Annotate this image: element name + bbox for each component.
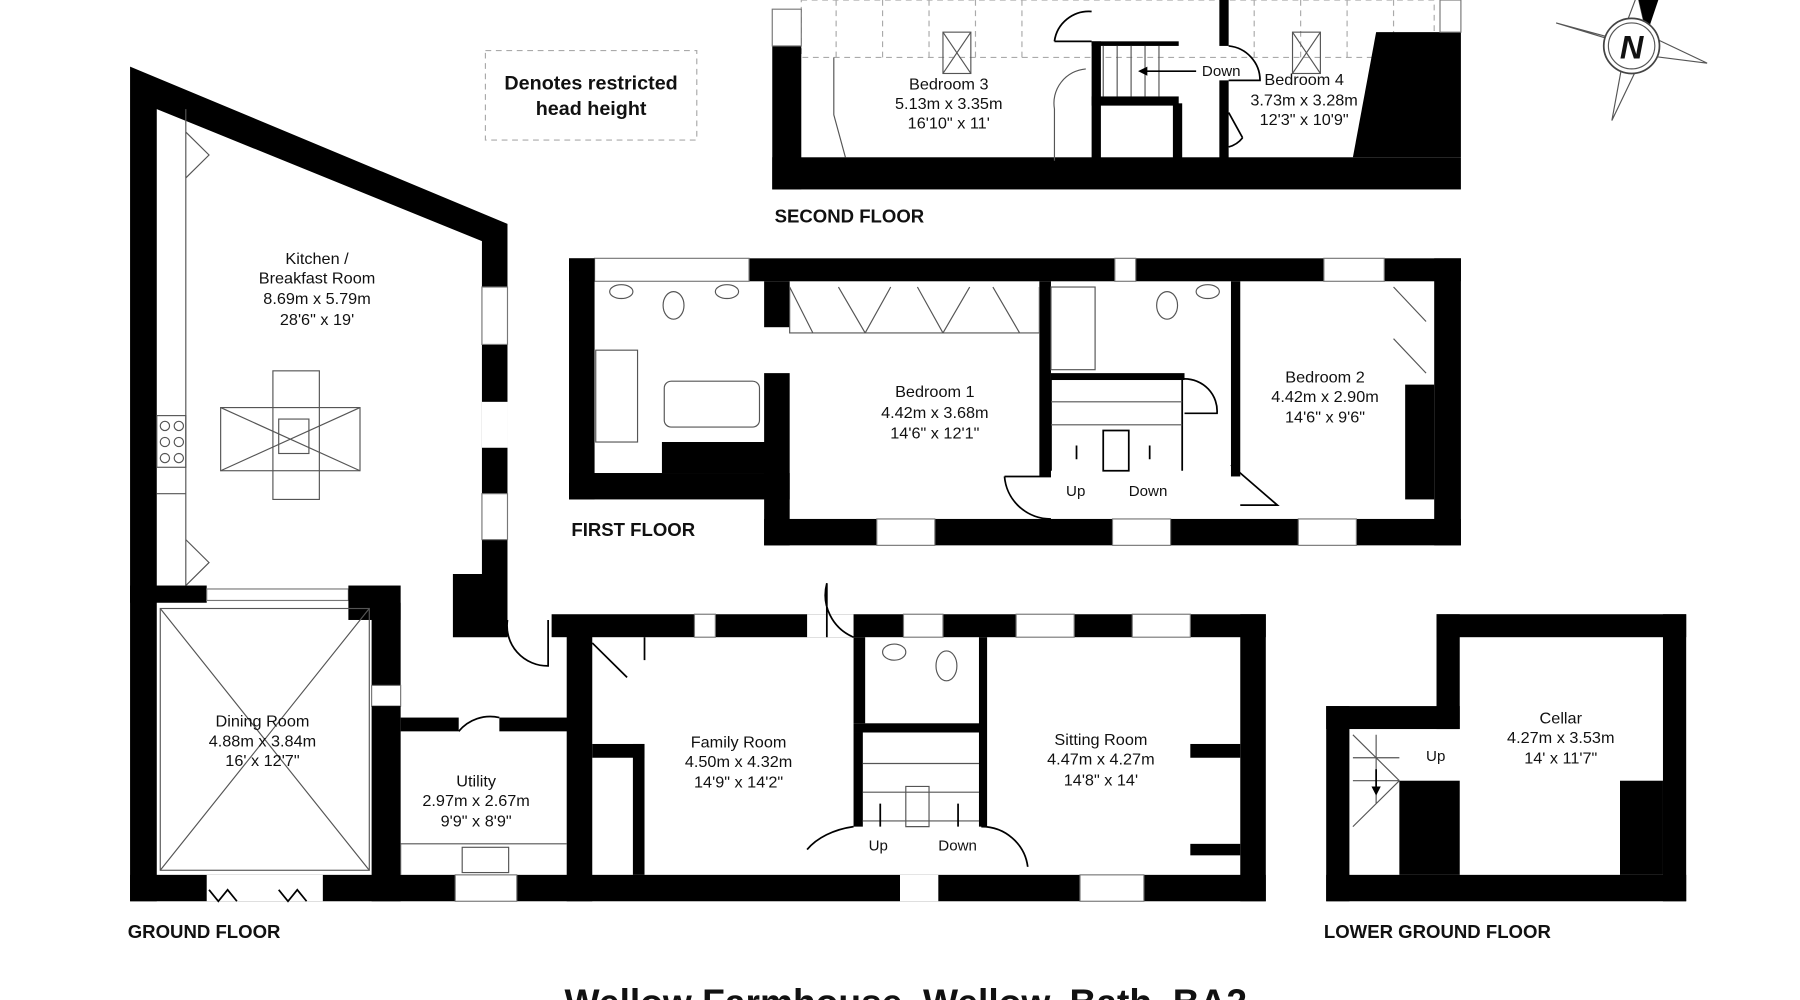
room-imperial: 14'6" x 9'6" xyxy=(1285,409,1365,427)
room-name: Utility xyxy=(456,773,497,791)
restricted-height-legend: Denotes restricted head height xyxy=(484,49,698,141)
room-metric: 8.69m x 5.79m xyxy=(263,290,370,308)
room-metric: 5.13m x 3.35m xyxy=(895,95,1002,113)
room-imperial: 14'9" x 14'2" xyxy=(694,774,783,792)
stairs-down-label: Down xyxy=(938,838,977,855)
floor-label-second: SECOND FLOOR xyxy=(775,206,925,227)
room-name: Cellar xyxy=(1540,709,1583,727)
room-name: Dining Room xyxy=(215,713,309,731)
room-imperial: 28'6" x 19' xyxy=(280,311,354,329)
room-name: Bedroom 2 xyxy=(1285,368,1364,386)
room-name: Bedroom 3 xyxy=(909,76,988,94)
stairs-up-label: Up xyxy=(1066,483,1085,500)
compass-label: N xyxy=(1620,30,1644,66)
stairs-up-label: Up xyxy=(869,838,888,855)
legend-line-2: head height xyxy=(536,98,647,120)
stairs-up-label: Up xyxy=(1426,748,1445,765)
room-name: Family Room xyxy=(691,733,787,751)
room-name: Bedroom 4 xyxy=(1264,71,1343,89)
room-imperial: 12'3" x 10'9" xyxy=(1260,111,1349,129)
room-imperial: 14' x 11'7" xyxy=(1524,750,1597,768)
room-metric: 4.47m x 4.27m xyxy=(1047,751,1154,769)
room-metric: 4.42m x 3.68m xyxy=(881,404,988,422)
legend-line-1: Denotes restricted xyxy=(504,73,677,95)
room-imperial: 14'8" x 14' xyxy=(1064,771,1138,789)
room-imperial: 16' x 12'7" xyxy=(225,752,300,770)
room-name: Bedroom 1 xyxy=(895,383,974,401)
room-metric: 4.50m x 4.32m xyxy=(685,753,792,771)
room-imperial: 14'6" x 12'1" xyxy=(890,425,979,443)
room-imperial: 16'10" x 11' xyxy=(908,115,990,133)
stairs-down-label: Down xyxy=(1129,483,1168,500)
room-name: Sitting Room xyxy=(1054,731,1147,749)
room-metric: 2.97m x 2.67m xyxy=(422,792,529,810)
stairs-down-label: Down xyxy=(1202,63,1241,80)
property-title: Wellow Farmhouse, Wellow, Bath, BA2 xyxy=(565,982,1248,1000)
room-metric: 3.73m x 3.28m xyxy=(1250,92,1357,110)
room-metric: 4.27m x 3.53m xyxy=(1507,729,1614,747)
room-imperial: 9'9" x 8'9" xyxy=(441,813,512,831)
lower-ground-floor-plan: Up Cellar 4.27m x 3.53m 14' x 11'7" LOWE… xyxy=(1324,614,1687,942)
floor-label-first: FIRST FLOOR xyxy=(571,519,695,540)
room-metric: 4.88m x 3.84m xyxy=(209,732,316,750)
ground-floor-plan: Up Down Kitchen / Breakfast Room 8.69m x… xyxy=(128,66,1266,942)
room-metric: 4.42m x 2.90m xyxy=(1271,388,1378,406)
room-name-line2: Breakfast Room xyxy=(259,270,376,288)
floor-label-ground: GROUND FLOOR xyxy=(128,921,281,942)
second-floor-plan: Down Bedroom 3 5.13m x 3.35m 16'10" x 11… xyxy=(771,0,1462,227)
first-floor-plan: Up Down Bedroom 1 4.42m x 3.68m 14'6" x … xyxy=(569,257,1461,546)
floor-label-lower-ground: LOWER GROUND FLOOR xyxy=(1324,921,1551,942)
room-name: Kitchen / xyxy=(285,250,349,268)
compass-icon: N xyxy=(1555,0,1708,121)
